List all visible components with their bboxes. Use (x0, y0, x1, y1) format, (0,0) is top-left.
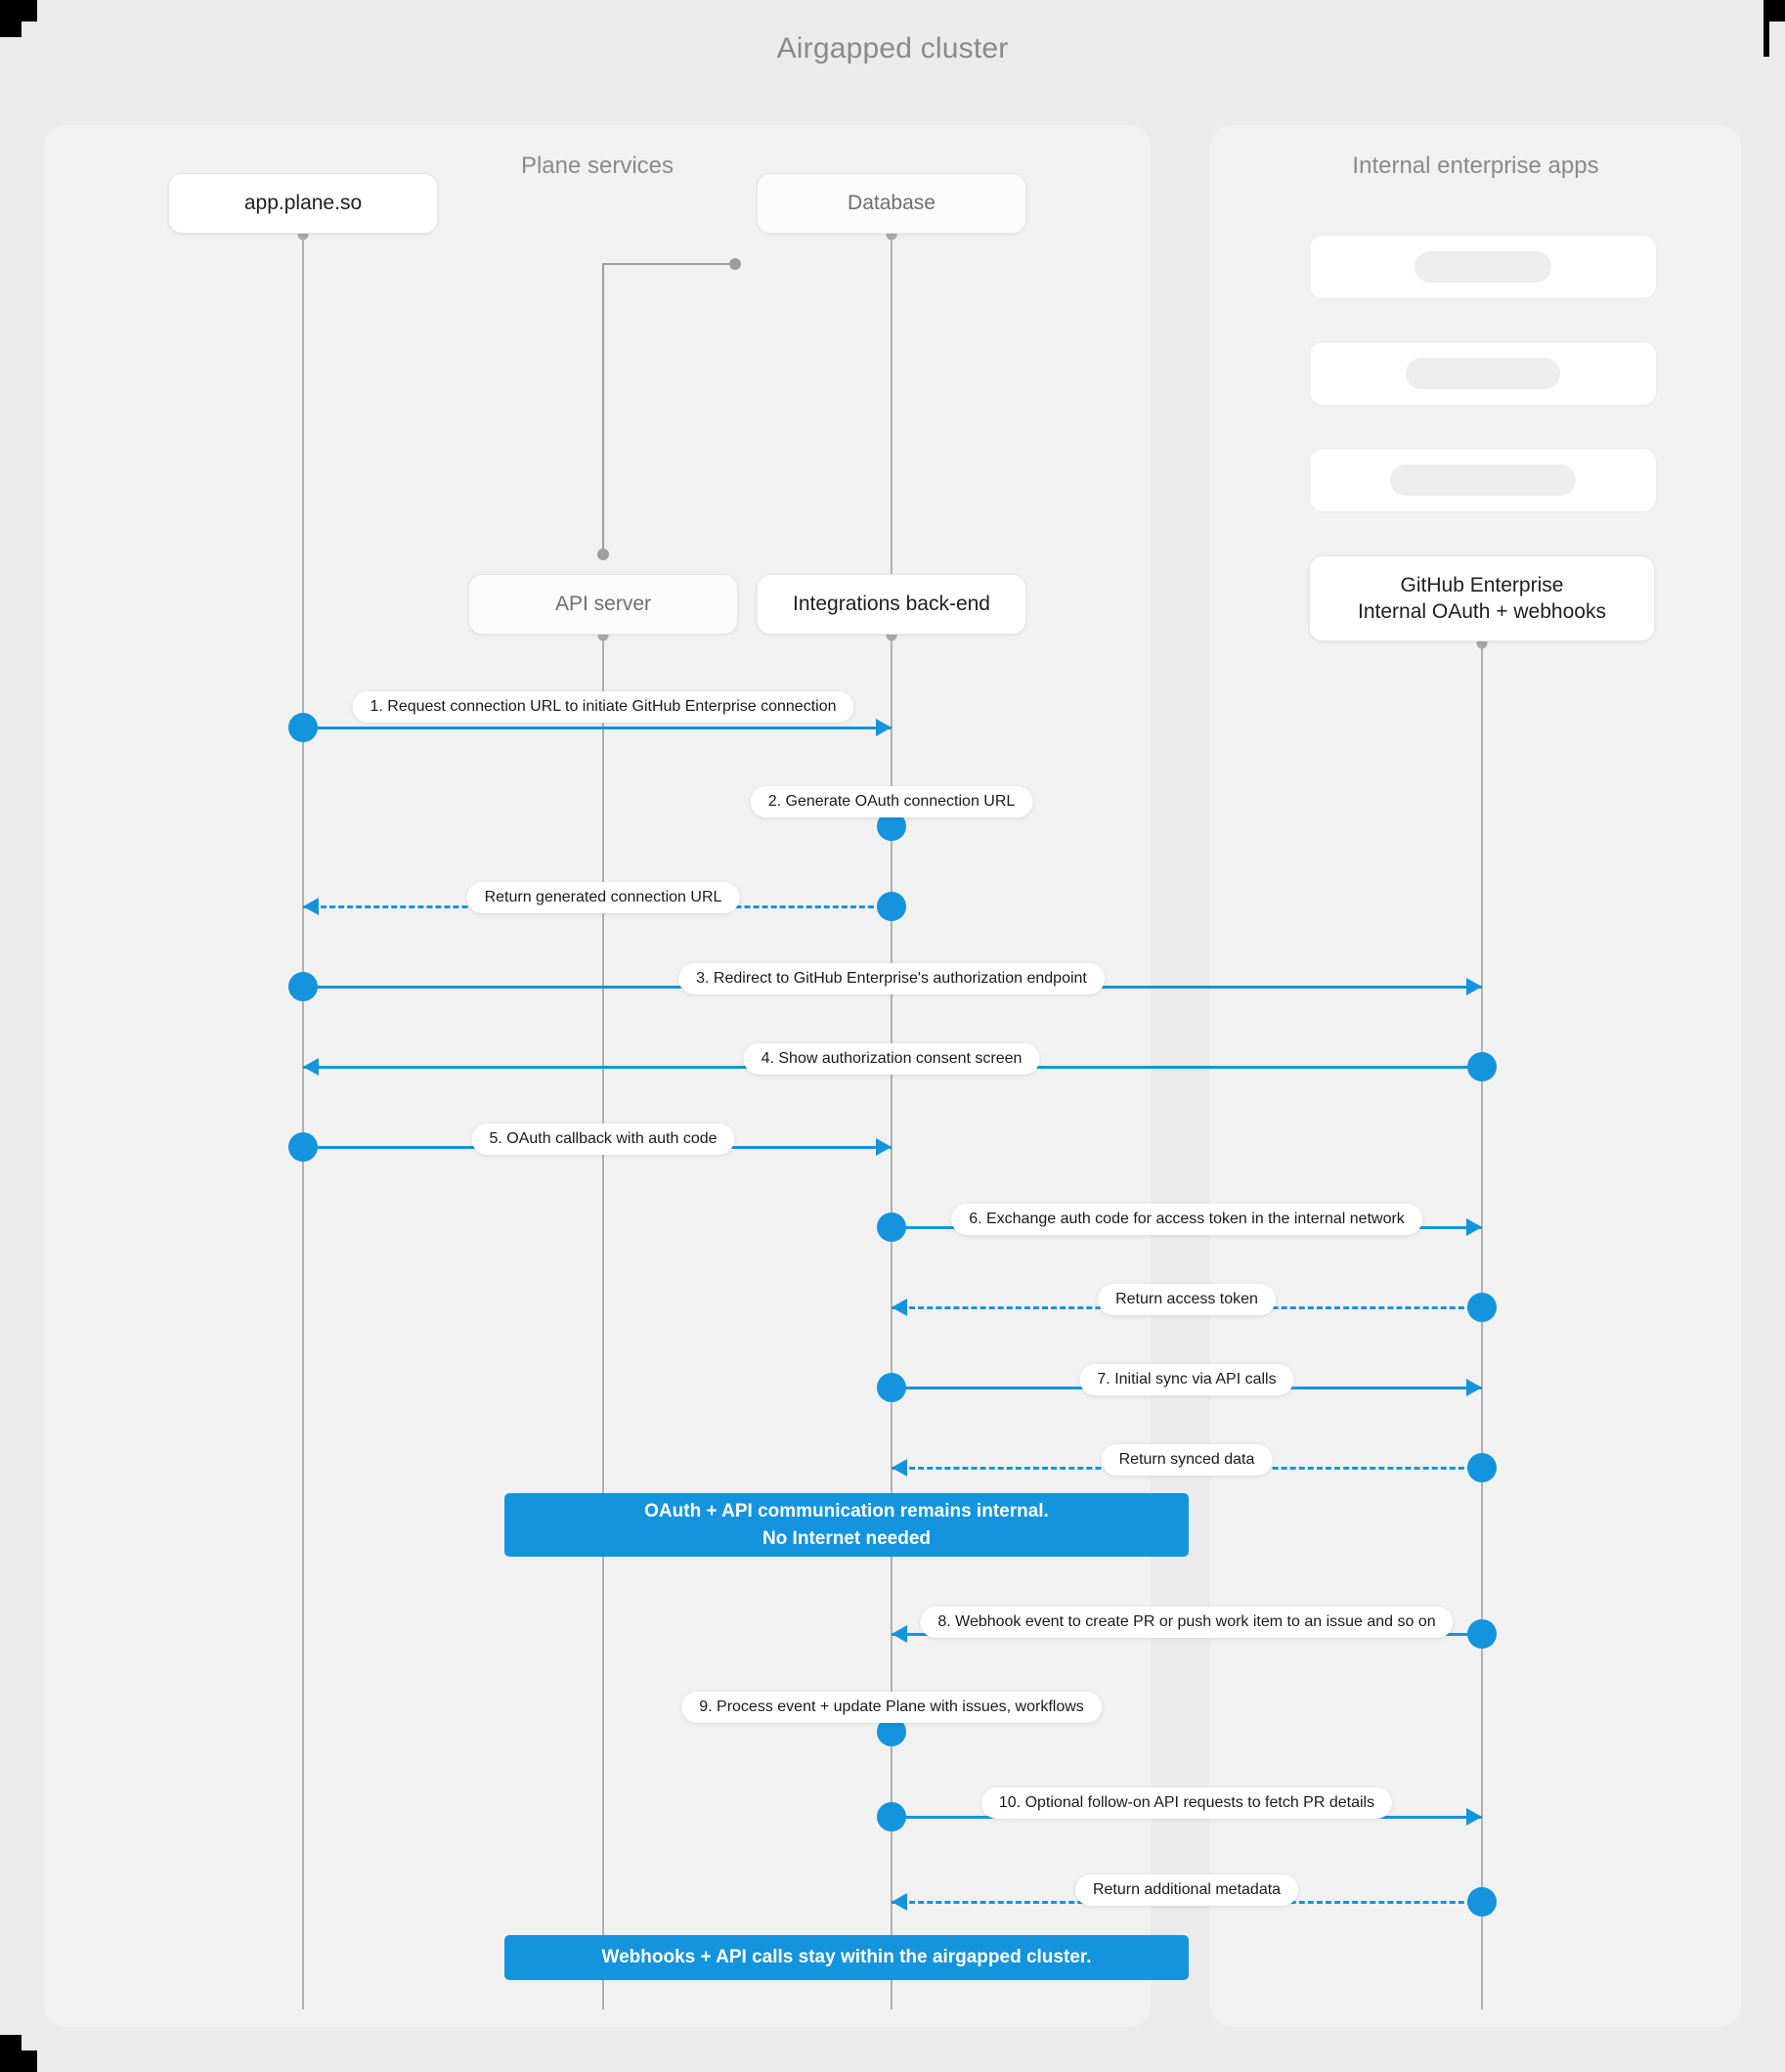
message-m4-arrowhead (1466, 978, 1482, 995)
message-m10-label: Return synced data (1101, 1444, 1273, 1476)
message-m1-origin-dot (288, 713, 318, 742)
message-m6-label: 5. OAuth callback with auth code (471, 1124, 735, 1155)
page-title: Airgapped cluster (776, 32, 1009, 65)
lifeline-database-anchor-dot (886, 229, 897, 241)
message-m1-line (303, 727, 892, 729)
message-m6-arrowhead (876, 1138, 892, 1156)
message-m14-label: Return additional metadata (1074, 1874, 1299, 1906)
message-m9-origin-dot (877, 1373, 906, 1402)
message-m12-label: 9. Process event + update Plane with iss… (681, 1692, 1102, 1723)
message-m8-label: Return access token (1098, 1284, 1276, 1315)
message-m3-origin-dot (877, 892, 906, 921)
participant-database-label: Database (848, 192, 936, 215)
crop-mark-top-left-vertical (0, 0, 22, 37)
elbow-connector-start-dot (597, 549, 609, 560)
message-m13-origin-dot (877, 1802, 906, 1831)
message-m14-origin-dot (1467, 1887, 1497, 1917)
participant-integrations-backend[interactable]: Integrations back-end (757, 574, 1026, 635)
placeholder-bar (1415, 251, 1551, 283)
crop-mark-top-right-horizontal (1763, 16, 1785, 22)
crop-mark-top-right-vertical (1763, 0, 1769, 57)
message-m8-origin-dot (1467, 1293, 1497, 1322)
message-m2-label: 2. Generate OAuth connection URL (750, 786, 1033, 817)
message-m10-arrowhead (892, 1459, 907, 1477)
message-m6-origin-dot (288, 1132, 318, 1162)
placeholder-card-enterprise-app-3[interactable] (1309, 448, 1657, 512)
lifeline-app-plane-so-anchor-dot (297, 229, 309, 241)
group-plane-services-label: Plane services (520, 153, 675, 179)
message-m9-arrowhead (1466, 1379, 1482, 1396)
participant-app-plane-so[interactable]: app.plane.so (168, 173, 438, 234)
group-internal-enterprise-apps-label: Internal enterprise apps (1352, 153, 1599, 179)
note-webhooks-airgapped: Webhooks + API calls stay within the air… (504, 1935, 1189, 1980)
lifeline-api-server (602, 636, 604, 2009)
message-m13-arrowhead (1466, 1808, 1482, 1826)
placeholder-card-enterprise-app-2[interactable] (1309, 341, 1657, 406)
message-m13-label: 10. Optional follow-on API requests to f… (980, 1787, 1393, 1819)
note-oauth-internal-line-1: OAuth + API communication remains intern… (644, 1500, 1049, 1521)
note-oauth-internal: OAuth + API communication remains intern… (504, 1493, 1189, 1557)
lifeline-integrations-backend (891, 636, 892, 2009)
message-m7-origin-dot (877, 1212, 906, 1242)
message-m14-arrowhead (892, 1893, 907, 1911)
message-m9-label: 7. Initial sync via API calls (1079, 1364, 1294, 1395)
message-m11-label: 8. Webhook event to create PR or push wo… (920, 1607, 1454, 1638)
message-m4-origin-dot (288, 972, 318, 1001)
participant-api-server[interactable]: API server (468, 574, 738, 635)
group-plane-services: Plane services (44, 125, 1151, 2027)
placeholder-bar (1390, 464, 1576, 496)
placeholder-bar (1406, 358, 1560, 389)
message-m5-origin-dot (1467, 1052, 1497, 1081)
lifeline-api-server-anchor-dot (597, 630, 609, 641)
message-m11-arrowhead (892, 1625, 907, 1643)
message-m4-label: 3. Redirect to GitHub Enterprise's autho… (678, 963, 1105, 994)
note-oauth-internal-line-2: No Internet needed (762, 1527, 932, 1549)
message-m5-arrowhead (303, 1058, 319, 1076)
crop-mark-bottom-left-vertical (0, 2035, 22, 2072)
message-m8-arrowhead (892, 1299, 907, 1316)
message-m3-label: Return generated connection URL (466, 882, 740, 913)
elbow-connector-horizontal (602, 263, 734, 265)
lifeline-github-enterprise (1481, 643, 1483, 2009)
lifeline-github-enterprise-anchor-dot (1476, 638, 1488, 649)
message-m7-label: 6. Exchange auth code for access token i… (951, 1204, 1422, 1235)
message-m5-label: 4. Show authorization consent screen (743, 1043, 1040, 1075)
participant-integrations-backend-label: Integrations back-end (793, 593, 990, 616)
elbow-connector-vertical (602, 264, 604, 554)
message-m3-arrowhead (303, 898, 319, 915)
message-m11-origin-dot (1467, 1619, 1497, 1649)
message-m1-label: 1. Request connection URL to initiate Gi… (352, 691, 854, 723)
participant-app-plane-so-label: app.plane.so (243, 192, 363, 215)
participant-database[interactable]: Database (757, 173, 1026, 234)
message-m7-arrowhead (1466, 1218, 1482, 1236)
message-m1-arrowhead (876, 719, 892, 736)
message-m10-origin-dot (1467, 1453, 1497, 1482)
lifeline-integrations-backend-anchor-dot (886, 630, 897, 641)
participant-api-server-label: API server (554, 593, 652, 616)
note-webhooks-airgapped-line-1: Webhooks + API calls stay within the air… (601, 1947, 1092, 1968)
elbow-connector-endpoint-dot (729, 258, 741, 270)
lifeline-app-plane-so (302, 235, 304, 2009)
placeholder-card-enterprise-app-1[interactable] (1309, 235, 1657, 299)
